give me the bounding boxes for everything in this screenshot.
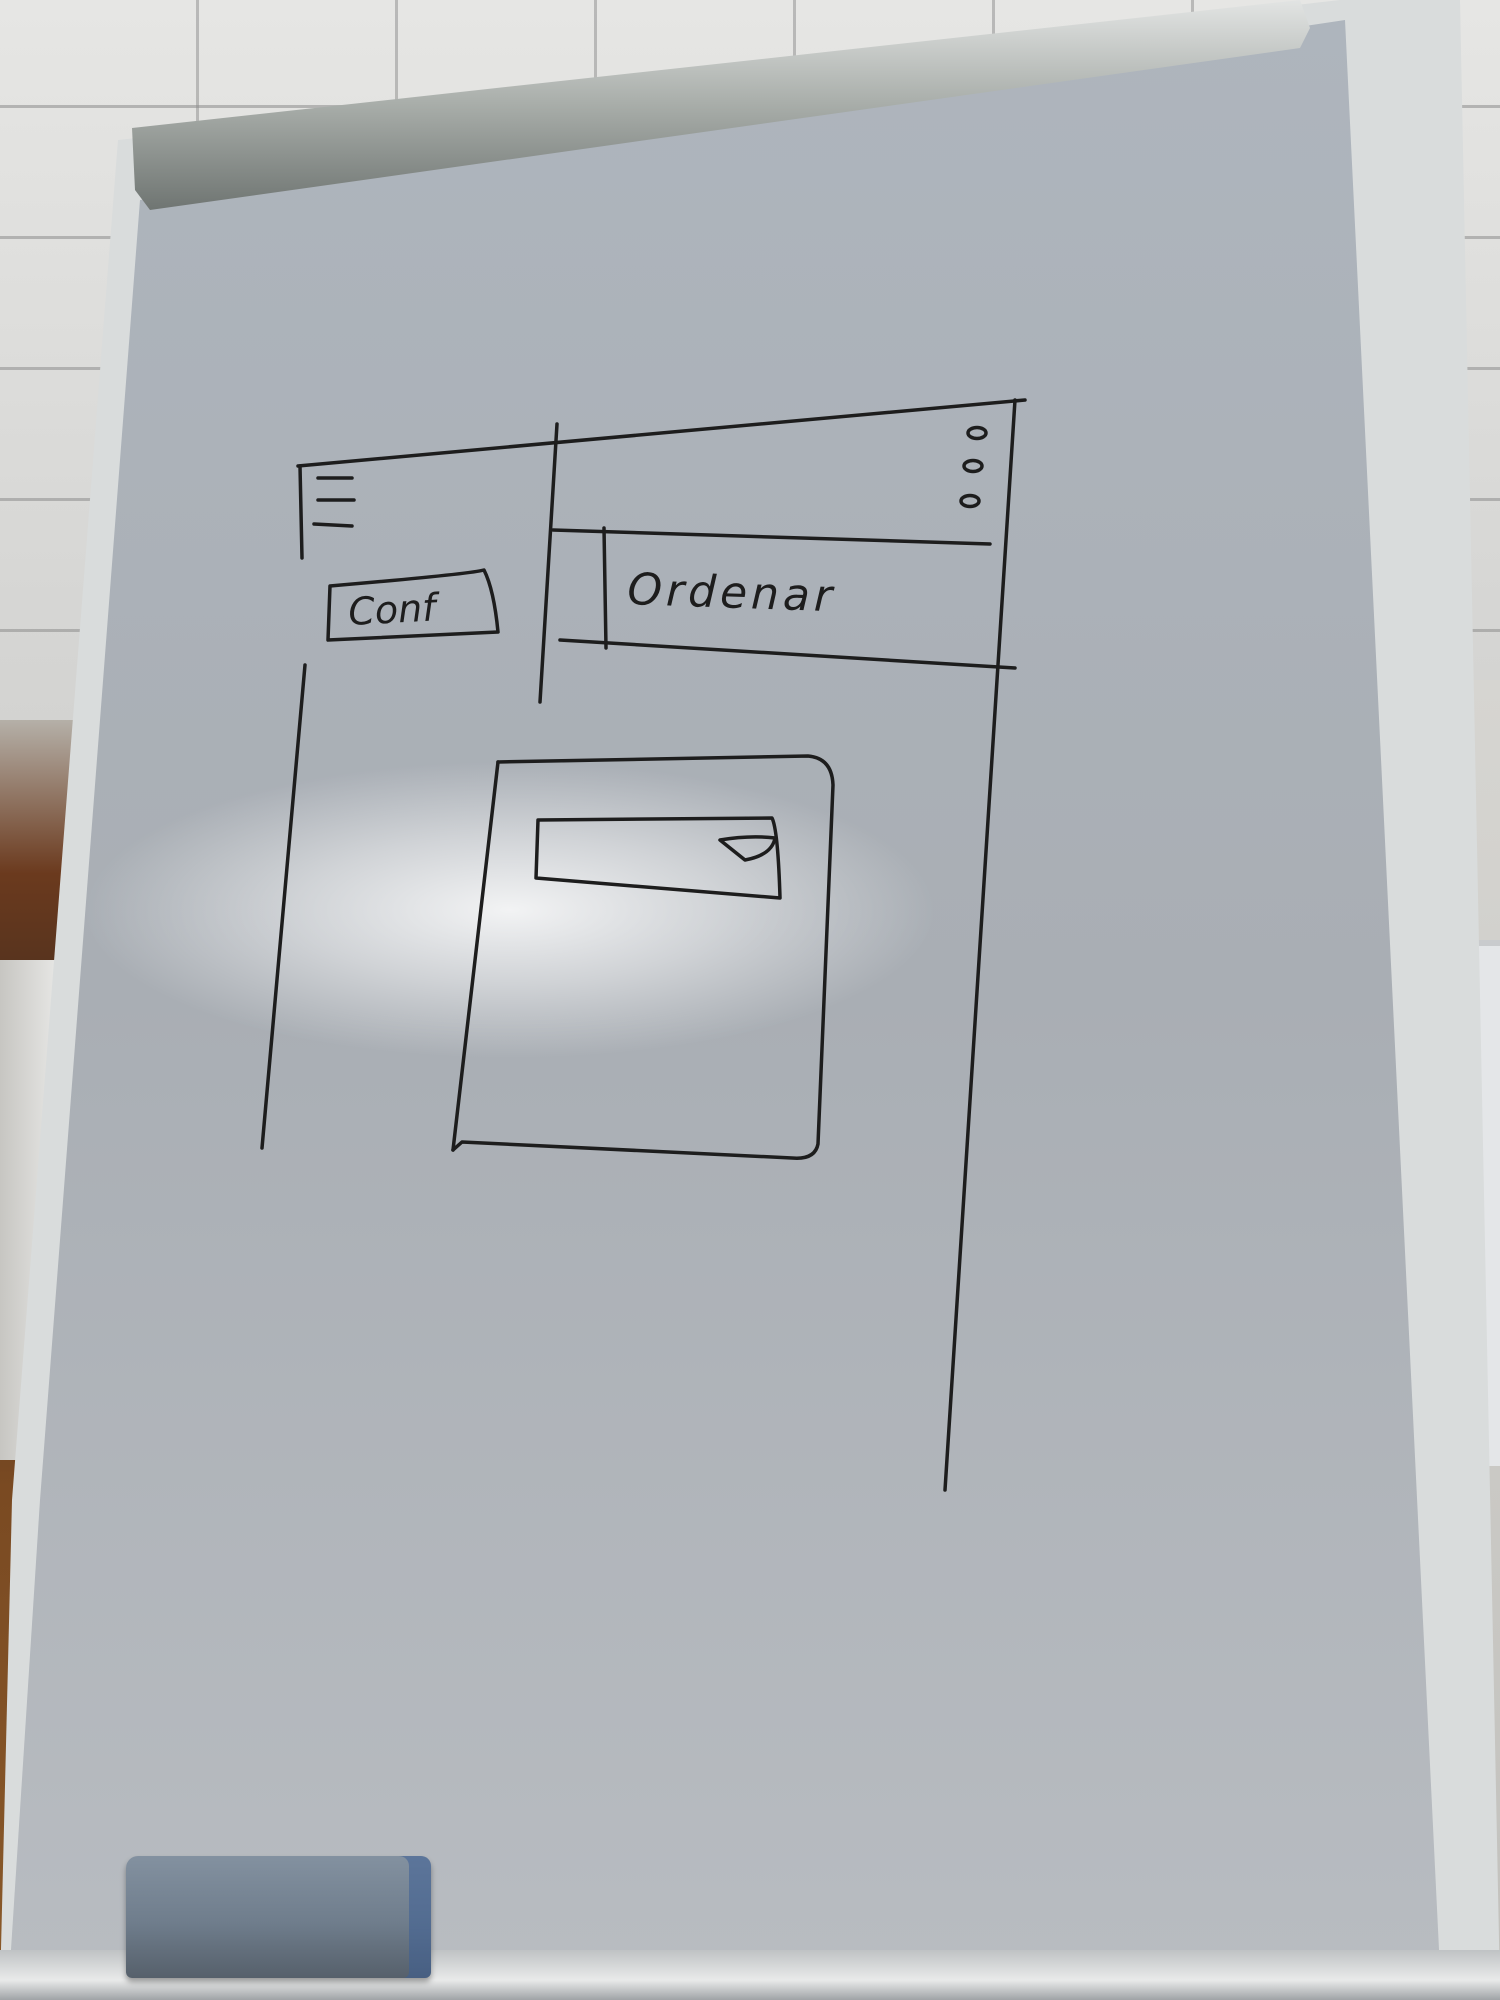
sidebar-edge-top	[298, 464, 304, 560]
header-bottom-line	[551, 528, 992, 546]
hamburger-menu-icon[interactable]	[312, 476, 356, 528]
conf-button-label: Conf	[347, 585, 442, 634]
toolbar-left-edge	[602, 526, 608, 650]
toolbar-bottom-line	[558, 638, 1017, 670]
top-rail	[132, 0, 1310, 210]
vertical-dots-icon[interactable]	[959, 425, 988, 509]
sidebar-divider	[538, 422, 559, 704]
conf-button[interactable]	[326, 568, 500, 642]
dialog-box	[451, 754, 835, 1160]
chevron-down-icon	[718, 835, 777, 862]
dropdown-field[interactable]	[534, 816, 782, 900]
ordenar-label: Ordenar	[627, 564, 837, 622]
app-frame-top-edge	[296, 398, 1027, 468]
whiteboard-eraser	[126, 1856, 431, 1978]
app-frame-right-edge	[943, 398, 1017, 1492]
sidebar-edge-bottom	[260, 663, 307, 1150]
